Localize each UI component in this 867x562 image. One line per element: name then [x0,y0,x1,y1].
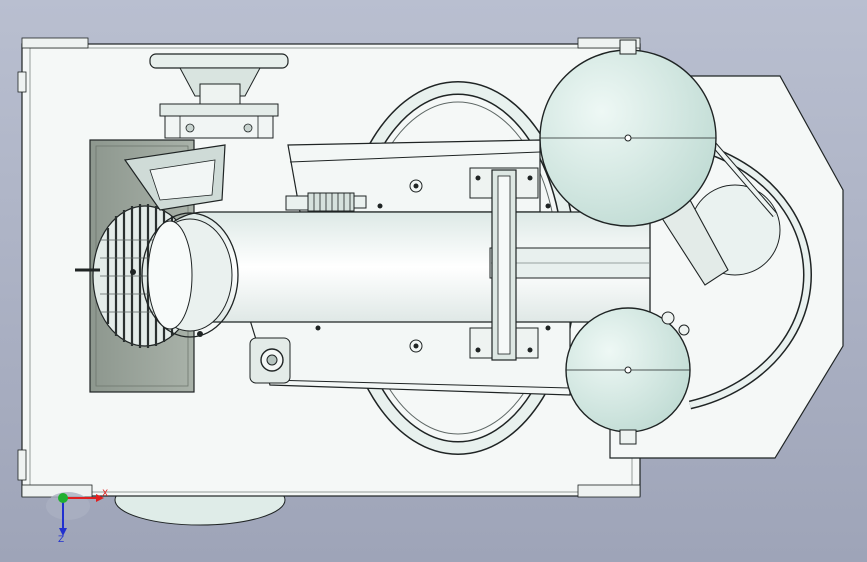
triad-z-label: Z [58,535,64,545]
bolts [130,175,551,353]
triad-x-label: X [102,489,108,499]
top-handwheel [149,53,289,139]
motor-top-box [123,144,226,211]
vertical-bracket [469,167,539,361]
coordinate-triad: X Z [46,489,108,545]
motor-drive-ring [141,212,239,338]
threaded-adjuster [285,192,367,212]
small-disc [565,307,691,445]
large-disc [539,39,717,227]
